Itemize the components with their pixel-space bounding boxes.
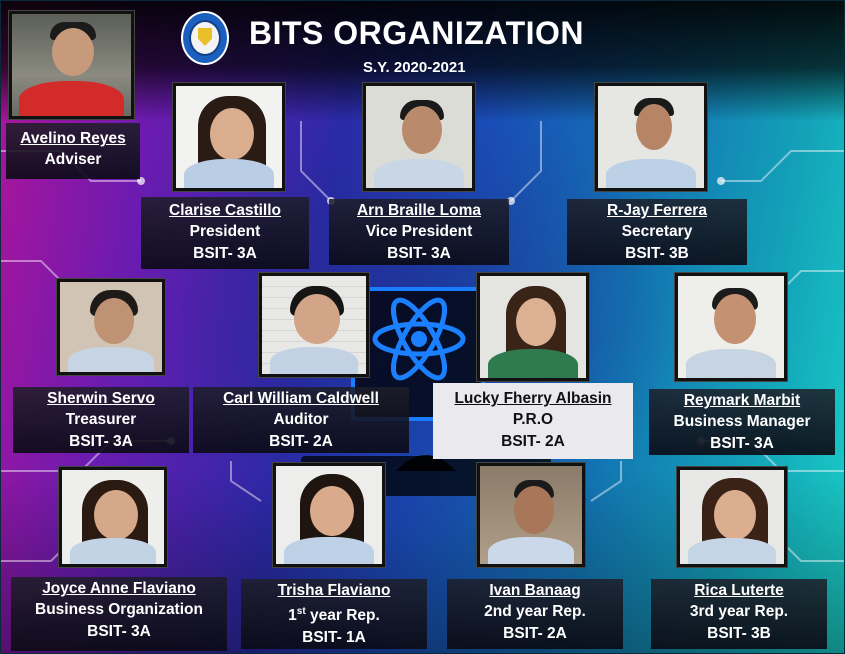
member-photo	[363, 83, 475, 191]
member-section: BSIT- 3B	[625, 245, 689, 262]
member-section: BSIT- 3A	[87, 623, 151, 640]
member-name: Clarise Castillo	[169, 202, 281, 219]
member-section: BSIT- 1A	[302, 629, 366, 647]
member-card: Reymark Marbit Business Manager BSIT- 3A	[649, 389, 835, 455]
member-role: Business Manager	[673, 413, 811, 430]
member-role: P.R.O	[512, 411, 554, 428]
page-title: BITS ORGANIZATION	[249, 15, 584, 51]
member-role: Auditor	[273, 411, 329, 428]
member-name: Lucky Fherry Albasin	[454, 390, 612, 407]
member-role: Secretary	[621, 223, 693, 240]
member-section: BSIT- 3A	[710, 435, 774, 452]
member-role: Treasurer	[65, 411, 137, 428]
member-photo	[595, 83, 707, 191]
member-role: 3rd year Rep.	[689, 603, 789, 620]
member-name: Trisha Flaviano	[277, 582, 391, 599]
member-name: Ivan Banaag	[489, 582, 581, 599]
member-card: Clarise Castillo President BSIT- 3A	[141, 197, 309, 269]
member-photo	[173, 83, 285, 191]
member-photo	[273, 463, 385, 567]
member-role: President	[189, 223, 261, 240]
member-photo	[477, 463, 585, 567]
school-year: S.Y. 2020-2021	[363, 59, 466, 76]
member-role: Adviser	[44, 151, 102, 168]
member-card: Arn Braille Loma Vice President BSIT- 3A	[329, 199, 509, 265]
member-section: BSIT- 3A	[69, 433, 133, 450]
member-photo	[57, 279, 165, 375]
member-name: R-Jay Ferrera	[607, 202, 707, 219]
member-name: Arn Braille Loma	[356, 202, 482, 219]
atom-icon	[372, 297, 466, 381]
member-role: 2nd year Rep.	[484, 603, 586, 620]
adviser-card: Avelino Reyes Adviser	[6, 123, 140, 179]
member-photo	[59, 467, 167, 567]
member-card: R-Jay Ferrera Secretary BSIT- 3B	[567, 199, 747, 265]
member-section: BSIT- 2A	[503, 625, 567, 642]
member-section: BSIT- 3A	[193, 245, 257, 262]
member-photo	[675, 273, 787, 381]
member-section: BSIT- 3A	[387, 245, 451, 262]
member-name: Avelino Reyes	[20, 130, 126, 147]
member-card: Trisha Flaviano 1st year Rep. BSIT- 1A	[241, 579, 427, 649]
member-role: 1st year Rep.	[288, 606, 380, 625]
member-photo	[259, 273, 369, 377]
member-card: Carl William Caldwell Auditor BSIT- 2A	[193, 387, 409, 453]
member-section: BSIT- 3B	[707, 625, 771, 642]
member-card: Lucky Fherry Albasin P.R.O BSIT- 2A	[433, 383, 633, 459]
member-card: Ivan Banaag 2nd year Rep. BSIT- 2A	[447, 579, 623, 649]
member-role: Business Organization	[35, 601, 203, 618]
member-photo	[677, 467, 787, 567]
adviser-photo	[9, 11, 134, 119]
member-name: Joyce Anne Flaviano	[42, 580, 196, 597]
member-section: BSIT- 2A	[501, 433, 565, 450]
member-card: Joyce Anne Flaviano Business Organizatio…	[11, 577, 227, 651]
member-section: BSIT- 2A	[269, 433, 333, 450]
member-card: Sherwin Servo Treasurer BSIT- 3A	[13, 387, 189, 453]
member-name: Sherwin Servo	[47, 390, 155, 407]
member-name: Carl William Caldwell	[223, 390, 379, 407]
member-photo	[477, 273, 589, 381]
school-seal-icon	[181, 11, 231, 67]
member-card: Rica Luterte 3rd year Rep. BSIT- 3B	[651, 579, 827, 649]
member-name: Rica Luterte	[694, 582, 784, 599]
member-name: Reymark Marbit	[683, 392, 801, 409]
member-role: Vice President	[365, 223, 473, 240]
